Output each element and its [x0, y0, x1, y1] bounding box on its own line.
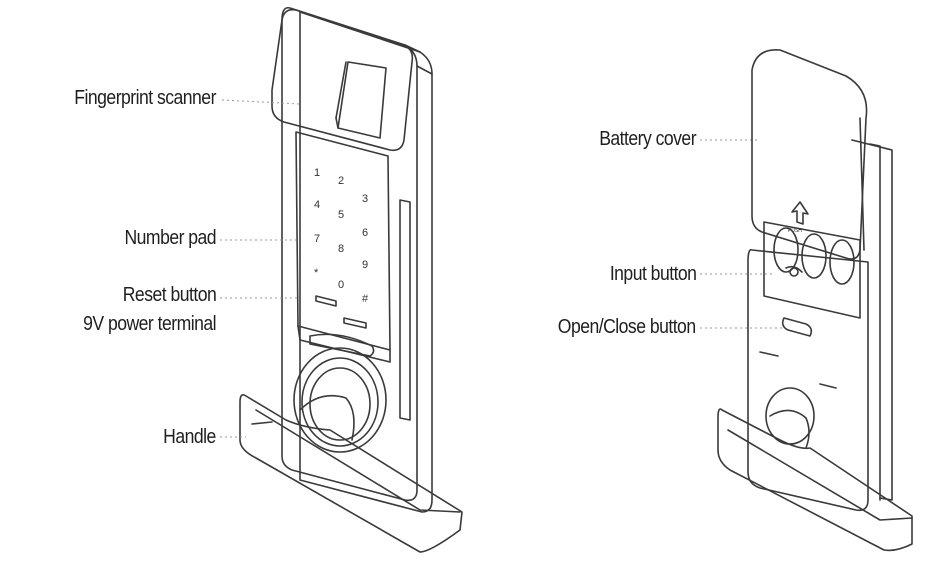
power-terminal-shape	[343, 317, 367, 329]
key-5: 5	[338, 209, 344, 221]
key-8: 8	[338, 243, 344, 255]
front-handle	[239, 394, 463, 553]
back-view-drawing	[717, 49, 913, 552]
back-handle	[717, 408, 913, 552]
keypad-keys: 1 2 3 4 5 6 7 8 9 * 0 #	[314, 167, 369, 305]
label-number-pad: Number pad	[124, 227, 216, 249]
front-back-plate	[299, 11, 433, 513]
key-4: 4	[314, 199, 320, 211]
battery-cover	[751, 49, 868, 260]
key-7: 7	[314, 233, 320, 245]
push-marking: PUSH	[788, 228, 802, 234]
key-9: 9	[362, 259, 368, 271]
key-star: *	[314, 267, 319, 279]
fingerprint-window	[337, 61, 387, 139]
label-battery-cover: Battery cover	[599, 128, 696, 150]
label-input-button: Input button	[609, 263, 696, 285]
key-hash: #	[362, 293, 369, 305]
back-plate-side	[851, 139, 893, 501]
push-arrow-icon	[791, 201, 809, 225]
input-button-shape	[785, 265, 803, 273]
label-reset-button: Reset button	[122, 284, 217, 306]
key-2: 2	[338, 175, 344, 187]
label-handle: Handle	[163, 426, 216, 448]
fingerprint-head	[271, 8, 414, 152]
key-0: 0	[338, 279, 344, 291]
open-close-button-shape	[781, 317, 813, 337]
back-body	[747, 248, 869, 512]
number-pad-panel	[295, 131, 391, 351]
key-6: 6	[362, 227, 368, 239]
key-3: 3	[362, 193, 368, 205]
label-fingerprint-scanner: Fingerprint scanner	[74, 87, 216, 109]
key-1: 1	[314, 167, 320, 179]
label-open-close-button: Open/Close button	[558, 316, 696, 338]
battery-compartment	[763, 221, 861, 319]
label-power-terminal: 9V power terminal	[83, 313, 216, 335]
reset-button-shape	[315, 295, 337, 307]
